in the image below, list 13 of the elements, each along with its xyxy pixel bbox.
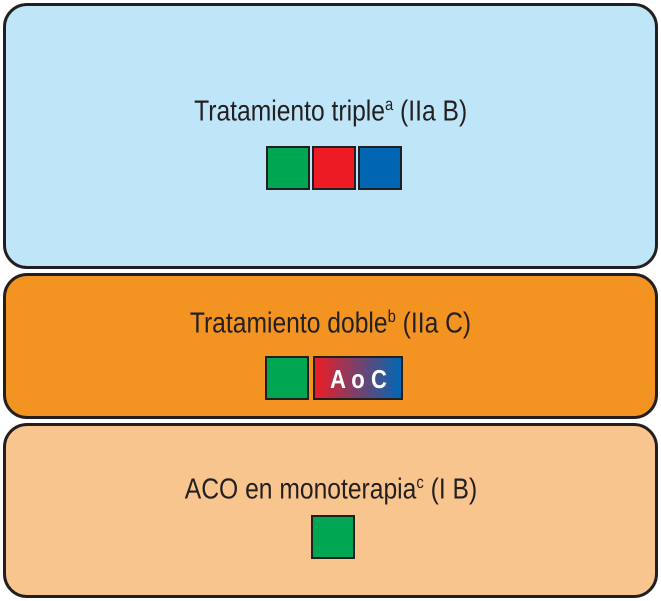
band-title: ACO en monoterapia$^{c}$ (I B) <box>184 472 477 507</box>
option-text: A o C <box>330 364 386 395</box>
band-title: Tratamiento triple$^{a}$ (IIa B) <box>194 94 468 129</box>
gradient-square <box>313 356 403 400</box>
color-square <box>312 146 356 190</box>
color-square <box>266 146 310 190</box>
recommendation-band <box>3 423 658 598</box>
color-square <box>265 356 309 400</box>
recommendation-band <box>3 3 658 269</box>
color-square <box>311 515 355 559</box>
band-title: Tratamiento doble$^{b}$ (IIa C) <box>190 306 472 341</box>
recommendation-band <box>3 273 658 419</box>
color-square <box>358 146 402 190</box>
